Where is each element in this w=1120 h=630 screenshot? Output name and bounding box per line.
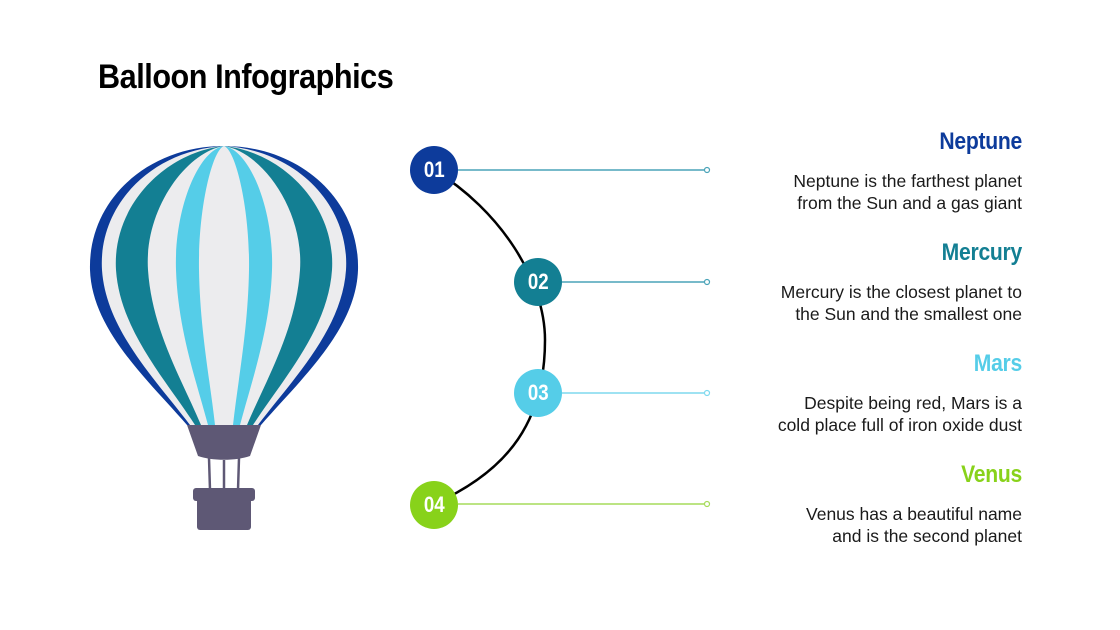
item-description: Neptune is the farthest planet from the … — [793, 171, 1022, 213]
balloon-ropes — [207, 457, 241, 491]
item-description: Despite being red, Mars is a cold place … — [777, 393, 1022, 435]
balloon-center-stripe — [198, 146, 250, 425]
item-title: Venus — [961, 461, 1022, 488]
basket-rim — [193, 488, 255, 501]
basket — [197, 498, 251, 530]
connector-end-dot — [703, 389, 711, 397]
connector-end-dot — [703, 500, 711, 508]
balloon-envelope — [89, 146, 359, 425]
item-venus: Venus Venus has a beautiful name and is … — [682, 461, 1022, 547]
item-description: Venus has a beautiful name and is the se… — [806, 504, 1022, 546]
page-title: Balloon Infographics — [98, 58, 394, 96]
item-title: Neptune — [939, 128, 1022, 155]
timeline-arc — [433, 168, 547, 506]
item-mercury: Mercury Mercury is the closest planet to… — [682, 239, 1022, 325]
step-badge-02: 02 — [514, 258, 562, 306]
item-title: Mercury — [941, 239, 1023, 266]
connector-end-dot — [703, 278, 711, 286]
connector-end-dot — [703, 166, 711, 174]
balloon-neck — [187, 425, 261, 460]
step-badge-03: 03 — [514, 369, 562, 417]
item-mars: Mars Despite being red, Mars is a cold p… — [682, 350, 1022, 436]
step-badge-01: 01 — [410, 146, 458, 194]
item-neptune: Neptune Neptune is the farthest planet f… — [682, 128, 1022, 214]
hot-air-balloon-icon — [89, 146, 359, 530]
step-badge-04: 04 — [410, 481, 458, 529]
item-description: Mercury is the closest planet to the Sun… — [780, 282, 1022, 324]
item-title: Mars — [973, 350, 1023, 377]
